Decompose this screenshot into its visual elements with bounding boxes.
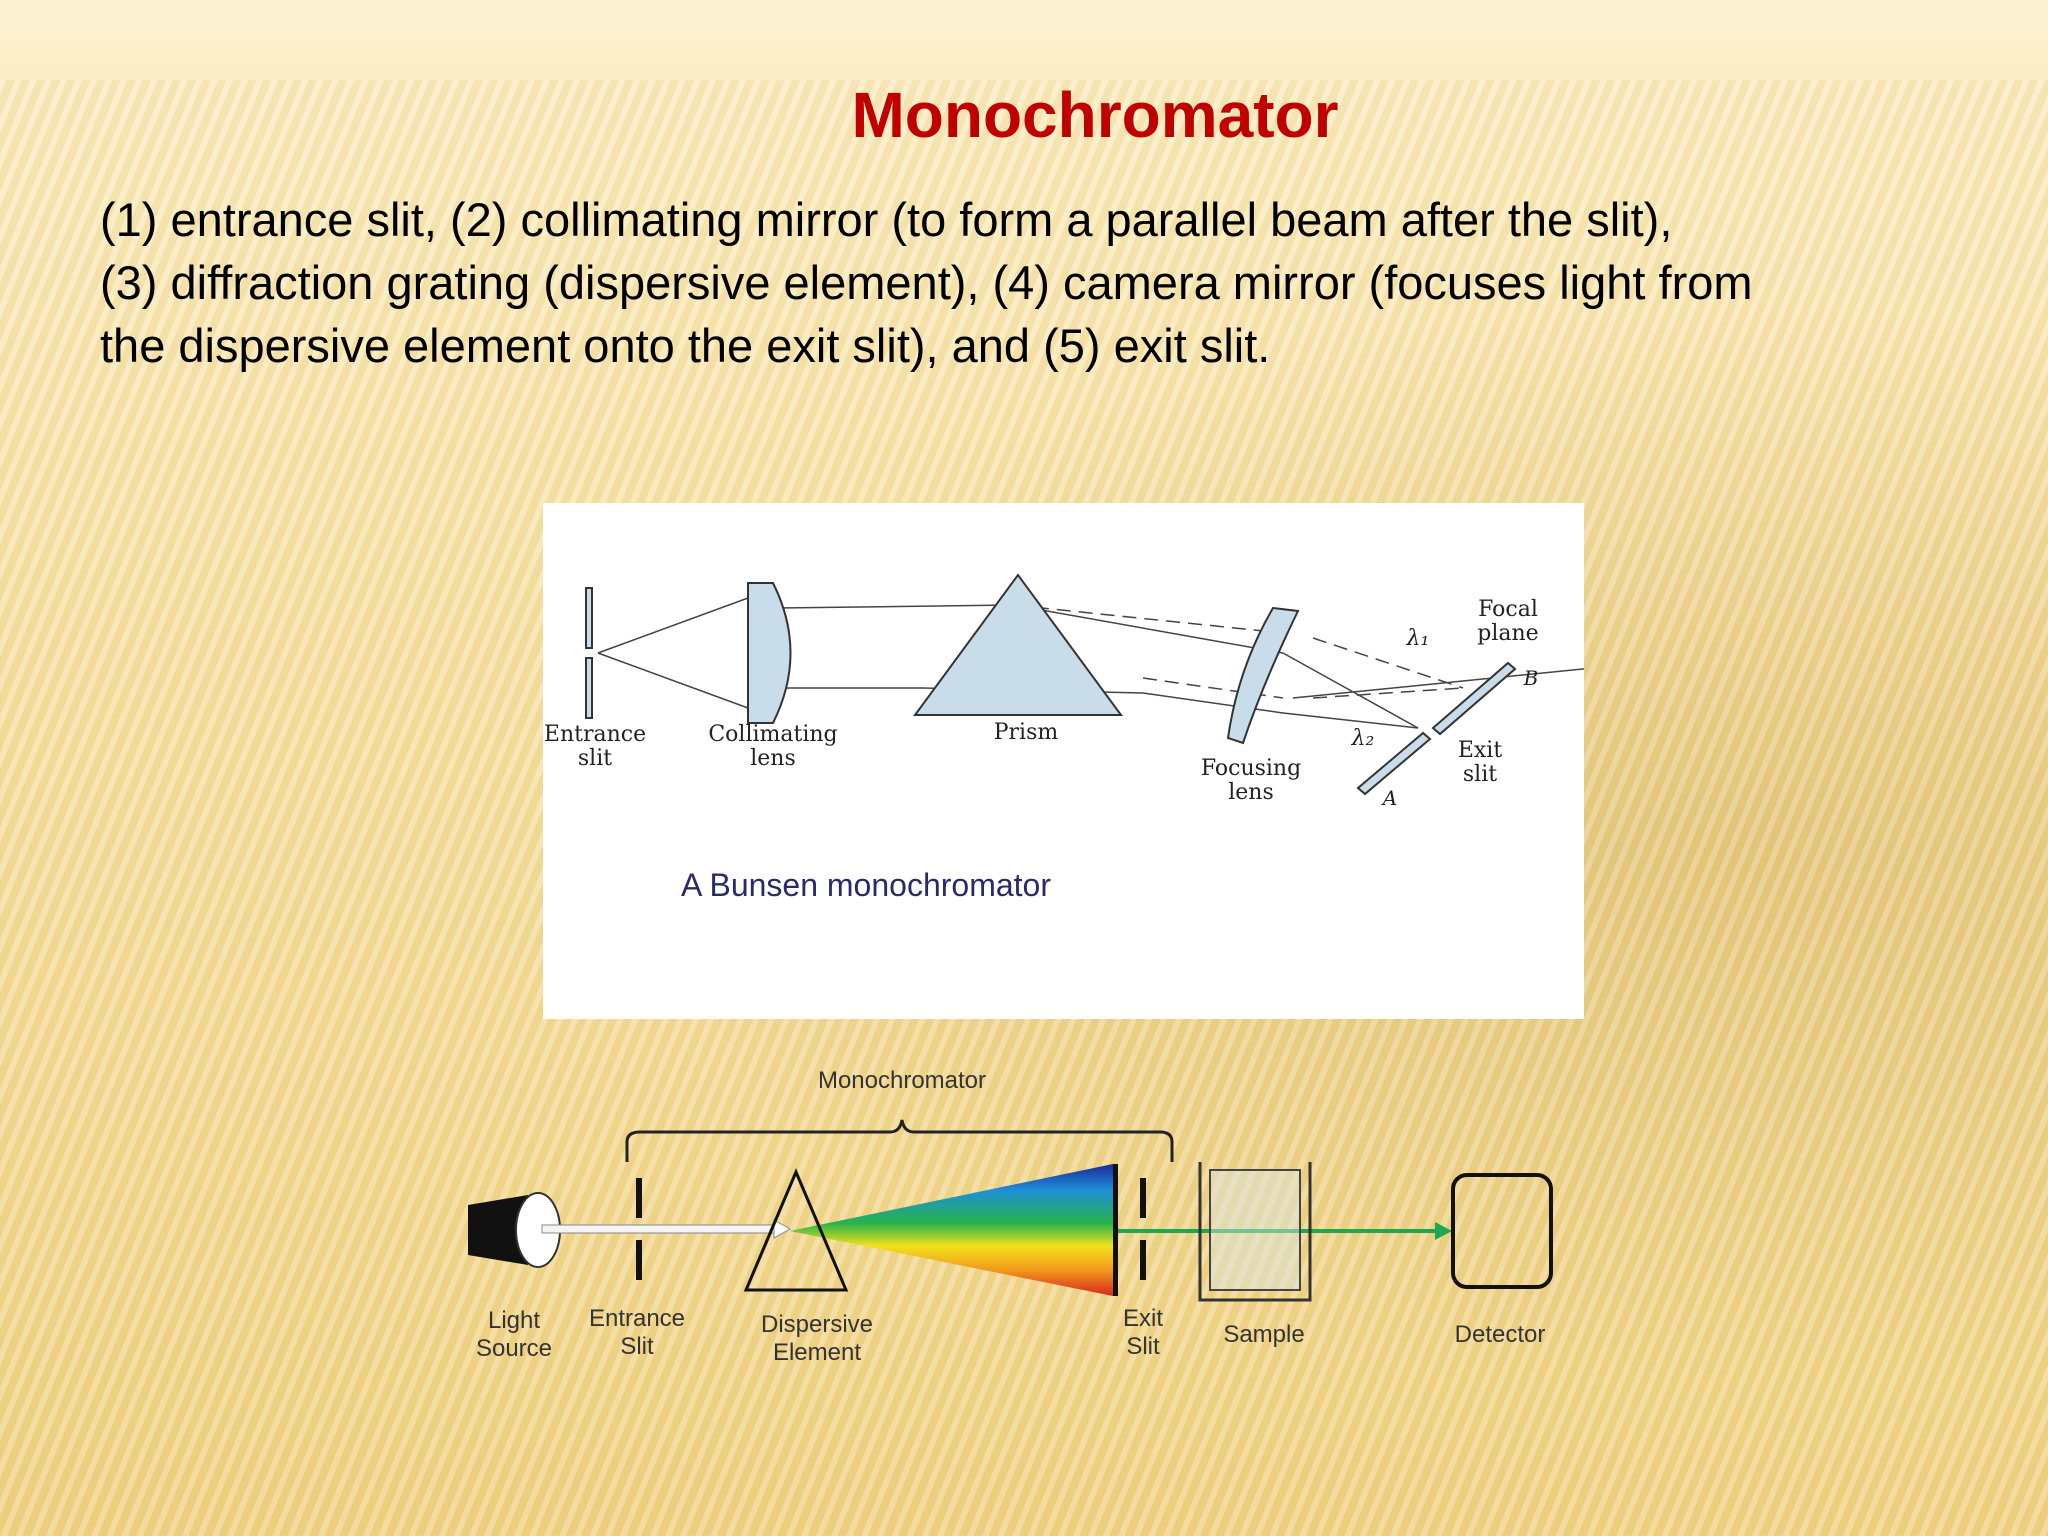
entrance-slit-shape bbox=[585, 587, 593, 719]
label-prism: Prism bbox=[994, 720, 1059, 745]
label-focal-2: plane bbox=[1477, 621, 1538, 646]
detector-box bbox=[1451, 1173, 1553, 1289]
label-entrance-2: slit bbox=[578, 746, 612, 771]
label-exit-2: Slit bbox=[1126, 1333, 1160, 1360]
label-focusing-2: lens bbox=[1228, 780, 1274, 805]
label-focusing-1: Focusing bbox=[1201, 756, 1301, 781]
slide-body-text: (1) entrance slit, (2) collimating mirro… bbox=[100, 188, 1980, 377]
label-lambda-2: λ₂ bbox=[1351, 726, 1375, 751]
top-band bbox=[0, 0, 2048, 90]
monochromator-bracket bbox=[625, 1119, 1174, 1162]
label-exit-2: slit bbox=[1463, 762, 1497, 787]
bunsen-monochromator-figure: Entrance slit Collimating lens Prism Foc… bbox=[543, 503, 1744, 1019]
label-entrance-1: Entrance bbox=[544, 722, 646, 747]
body-line-1: (1) entrance slit, (2) collimating mirro… bbox=[100, 193, 1673, 246]
label-point-a: A bbox=[1381, 786, 1397, 810]
label-dispersive-2: Element bbox=[773, 1339, 861, 1366]
dispersive-prism bbox=[743, 1168, 849, 1292]
label-light-1: Light bbox=[488, 1307, 540, 1334]
slide-title: Monochromator bbox=[851, 79, 1339, 151]
outgoing-beam bbox=[1118, 1222, 1452, 1240]
label-collimating-2: lens bbox=[750, 746, 796, 771]
monochromator-schematic: Monochromator bbox=[450, 1050, 1590, 1380]
label-sample: Sample bbox=[1223, 1321, 1304, 1348]
focal-plane-shape bbox=[1356, 661, 1517, 796]
label-lambda-1: λ₁ bbox=[1406, 626, 1430, 651]
entrance-slit-bar bbox=[636, 1178, 642, 1280]
label-entrance-2: Slit bbox=[620, 1333, 654, 1360]
bracket-label: Monochromator bbox=[818, 1067, 986, 1094]
label-collimating-1: Collimating bbox=[708, 722, 837, 747]
label-focal-1: Focal bbox=[1478, 597, 1538, 622]
body-line-2: (3) diffraction grating (dispersive elem… bbox=[100, 256, 1753, 309]
incident-beam bbox=[541, 1219, 792, 1239]
prism-shape bbox=[913, 573, 1123, 716]
body-line-3: the dispersive element onto the exit sli… bbox=[100, 319, 1271, 372]
collimating-lens-shape bbox=[747, 582, 792, 724]
sample-cuvette bbox=[1198, 1162, 1312, 1302]
label-exit-1: Exit bbox=[1123, 1305, 1163, 1332]
label-light-2: Source bbox=[476, 1335, 552, 1362]
focusing-lens-shape bbox=[1226, 606, 1300, 745]
label-point-b: B bbox=[1523, 666, 1539, 690]
label-dispersive-1: Dispersive bbox=[761, 1311, 873, 1338]
figure-caption: A Bunsen monochromator bbox=[681, 867, 1051, 903]
light-source-shape bbox=[468, 1192, 561, 1268]
schematic-diagram: Monochromator bbox=[468, 1067, 1553, 1366]
label-detector: Detector bbox=[1455, 1321, 1546, 1348]
label-entrance-1: Entrance bbox=[589, 1305, 685, 1332]
label-exit-1: Exit bbox=[1458, 738, 1503, 763]
exit-slit-bar bbox=[1140, 1178, 1146, 1280]
spectrum-fan bbox=[790, 1164, 1113, 1296]
bunsen-diagram: Entrance slit Collimating lens Prism Foc… bbox=[544, 573, 1744, 903]
